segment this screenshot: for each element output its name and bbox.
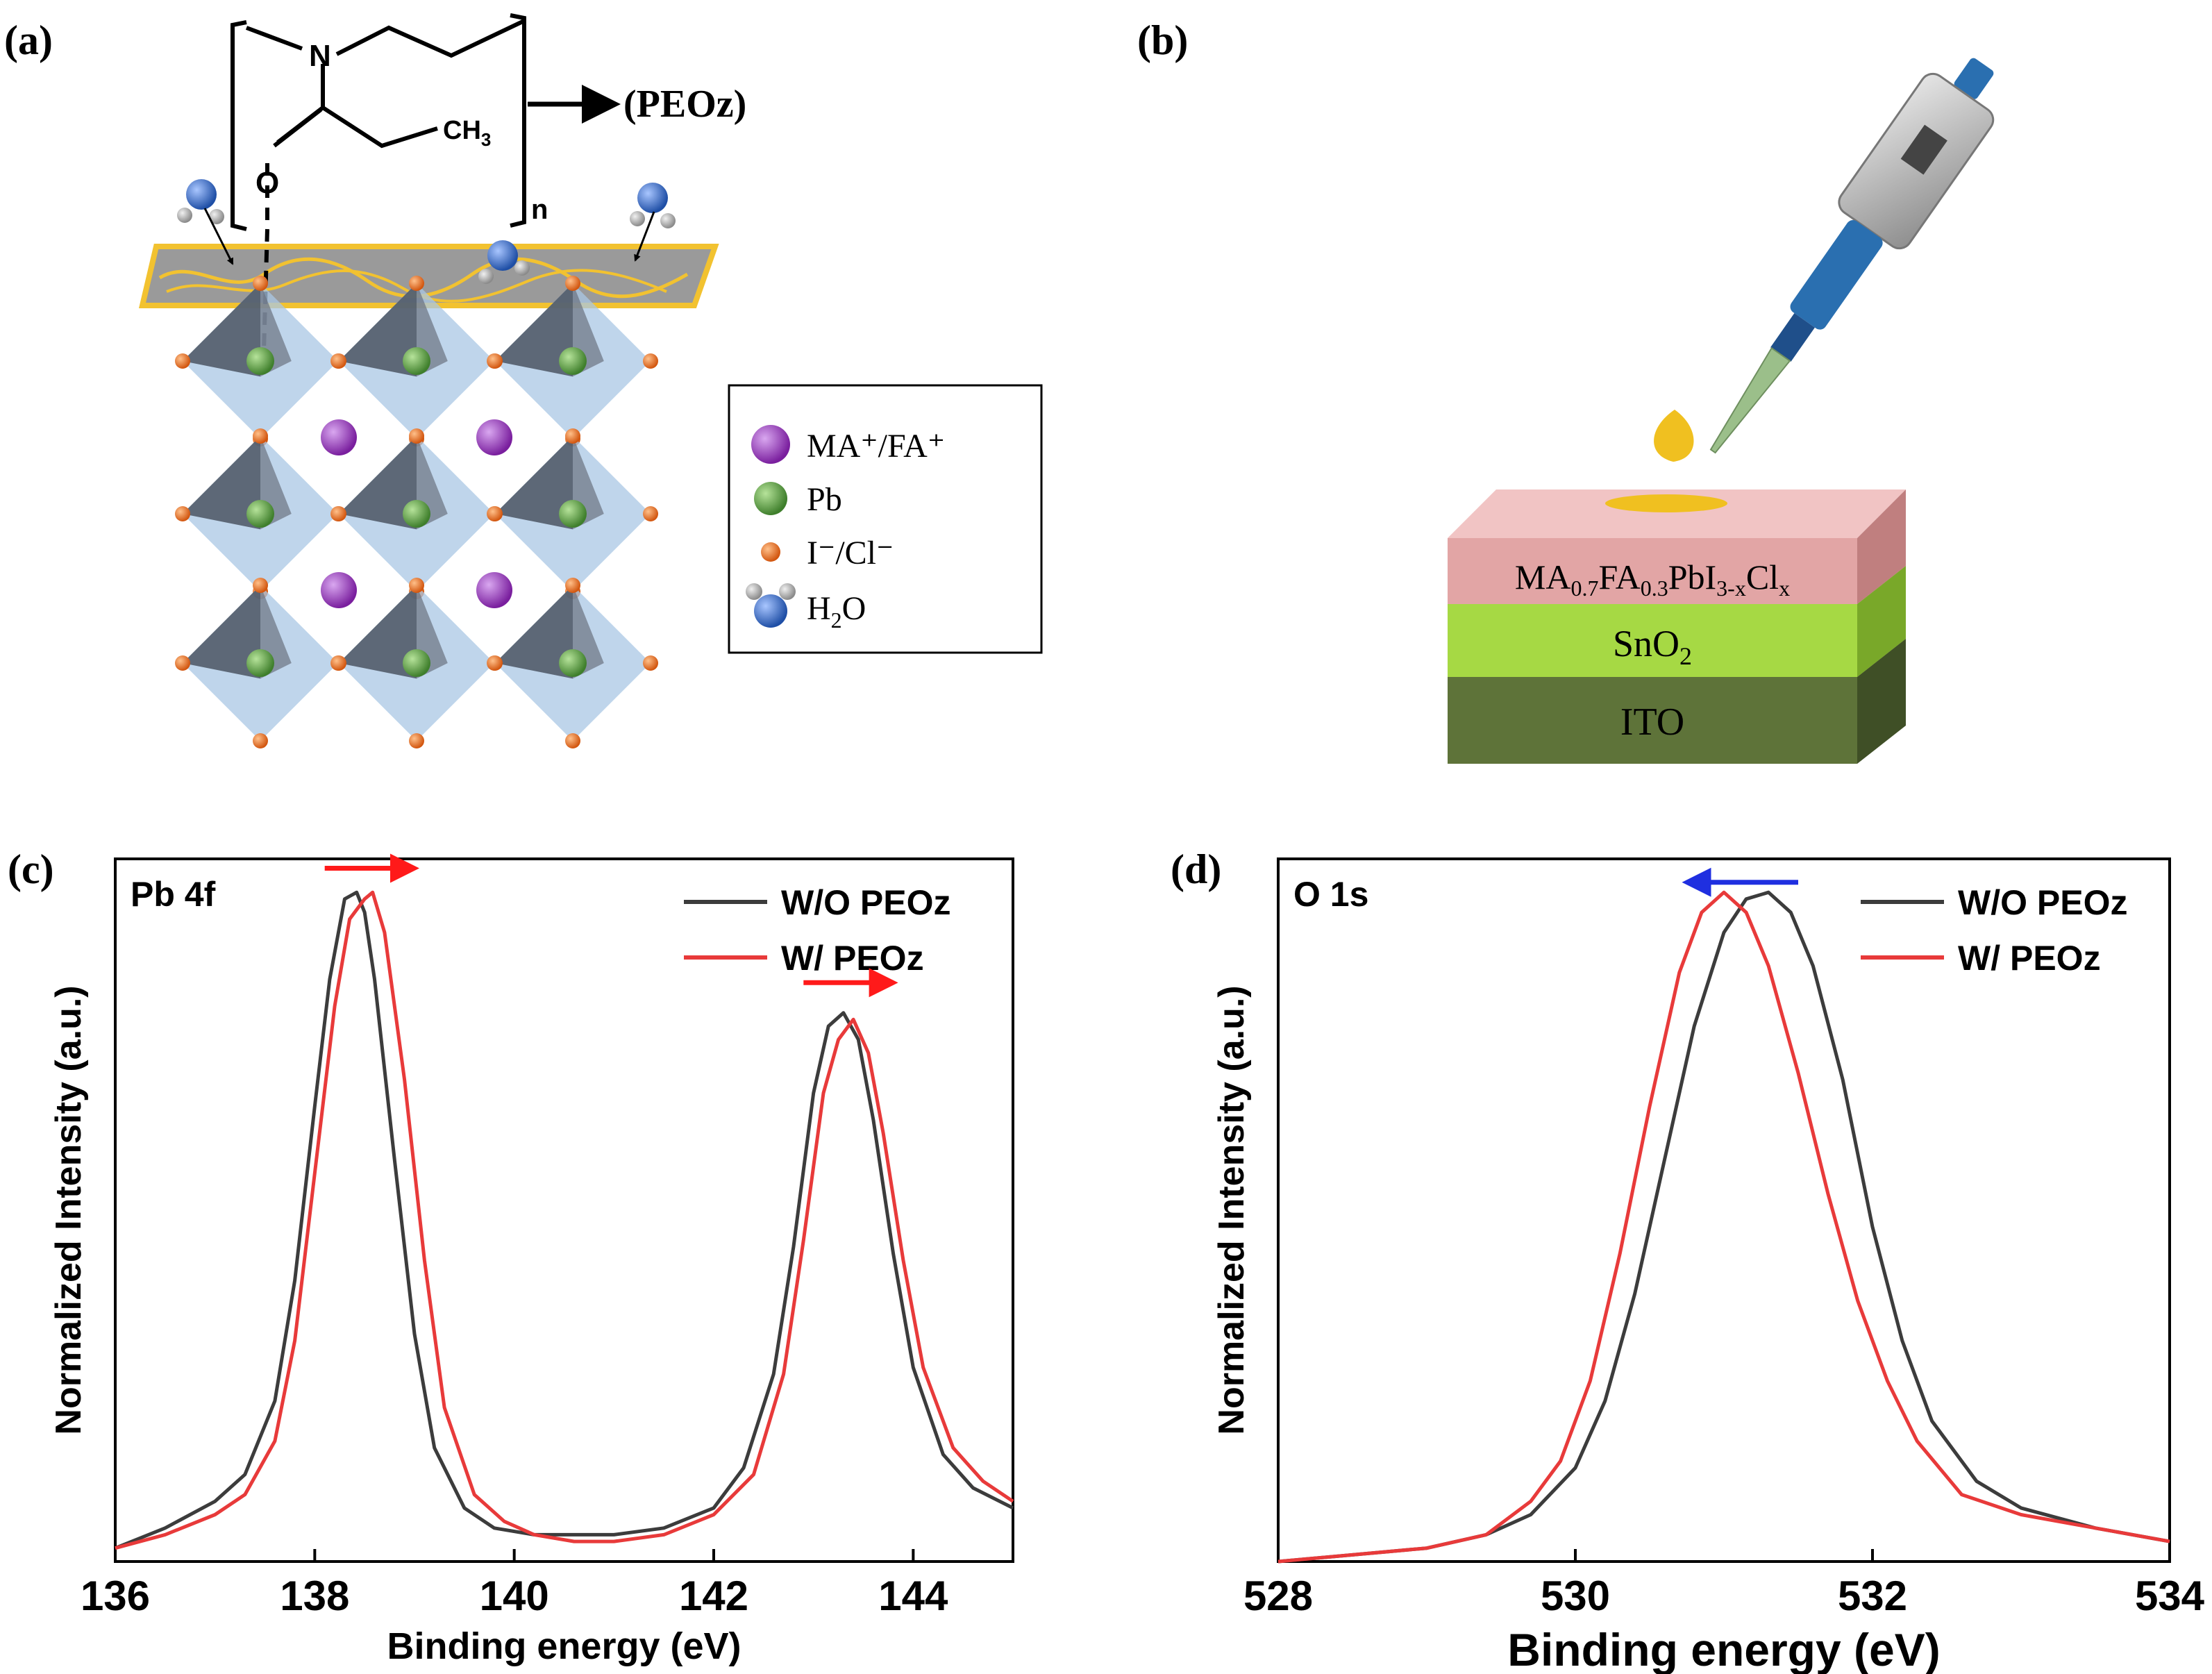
halide-atom xyxy=(487,506,503,521)
x-tick-label: 138 xyxy=(280,1573,349,1619)
x-tick-label: 142 xyxy=(679,1573,748,1619)
halide-atom xyxy=(175,353,190,369)
pb-atom xyxy=(246,347,274,375)
halide-atom xyxy=(253,428,268,444)
cation-atom xyxy=(321,572,357,608)
x-axis-label: Binding energy (eV) xyxy=(1507,1624,1940,1674)
panel-a: (a) N O CH3 n (PEOz) xyxy=(4,13,1043,748)
halide-atom xyxy=(643,353,658,369)
legend-entry: W/O PEOz xyxy=(781,883,950,922)
pb-atom xyxy=(403,347,430,375)
pb-atom xyxy=(559,500,587,528)
legend-cation: MA⁺/FA⁺ xyxy=(807,428,945,464)
halide-atom xyxy=(643,655,658,671)
halide-atom xyxy=(565,428,580,444)
legend-pb: Pb xyxy=(807,481,842,518)
pb-atom xyxy=(559,347,587,375)
series-line-with-peoz xyxy=(115,890,1014,1550)
droplet-icon xyxy=(1654,410,1694,462)
halide-atom xyxy=(253,578,268,593)
peoz-name: (PEOz) xyxy=(623,83,746,126)
panel-label: (c) xyxy=(8,846,54,892)
x-tick-label: 144 xyxy=(878,1573,948,1619)
halide-atom xyxy=(331,353,346,369)
halide-atom xyxy=(409,578,424,593)
halide-atom xyxy=(175,506,190,521)
legend-entry: W/O PEOz xyxy=(1958,883,2127,922)
halide-atom xyxy=(643,506,658,521)
layer-sno2 xyxy=(1448,604,1857,677)
halide-atom xyxy=(409,428,424,444)
pb-atom xyxy=(246,500,274,528)
series-line-without-peoz xyxy=(115,890,1014,1550)
layer-perovskite-label: MA0.7FA0.3PbI3-xClx xyxy=(1515,558,1790,601)
plot-frame xyxy=(1277,857,2171,1563)
peoz-structure xyxy=(231,13,526,231)
layer-perovskite xyxy=(1448,538,1857,604)
x-tick-label: 532 xyxy=(1838,1573,1907,1619)
series-line-without-peoz xyxy=(1277,890,2170,1564)
cation-atom xyxy=(321,419,357,455)
halide-atom xyxy=(565,578,580,593)
cation-atom xyxy=(476,572,512,608)
layer-stack: ITO SnO2 MA0.7FA0.3PbI3-xClx xyxy=(1448,489,1906,764)
halide-atom xyxy=(409,733,424,748)
repeat-n: n xyxy=(531,194,548,225)
layer-ito xyxy=(1448,677,1857,764)
halide-atom xyxy=(565,276,580,291)
halide-atom xyxy=(253,276,268,291)
atom-o: O xyxy=(255,166,279,200)
layer-ito-label: ITO xyxy=(1620,701,1684,744)
spectrum-annotation: Pb 4f xyxy=(131,875,216,914)
atom-ch3: CH3 xyxy=(443,116,491,150)
halide-atom xyxy=(487,655,503,671)
legend-entry: W/ PEOz xyxy=(781,939,924,978)
y-axis-label: Normalized Intensity (a.u.) xyxy=(49,985,89,1434)
panel-b-label: (b) xyxy=(1137,17,1188,63)
pb-atom xyxy=(403,500,430,528)
series-line-with-peoz xyxy=(1277,890,2170,1564)
x-tick-label: 534 xyxy=(2135,1573,2205,1619)
legend-halide: I⁻/Cl⁻ xyxy=(807,535,894,571)
layer-sno2-label: SnO2 xyxy=(1613,623,1692,670)
droplet-spot xyxy=(1605,494,1727,512)
y-axis-label: Normalized Intensity (a.u.) xyxy=(1212,985,1252,1434)
halide-atom xyxy=(331,506,346,521)
cation-atom xyxy=(476,419,512,455)
panel-label: (d) xyxy=(1171,846,1221,892)
x-axis-label: Binding energy (eV) xyxy=(387,1625,741,1667)
legend-entry: W/ PEOz xyxy=(1958,939,2101,978)
perovskite-lattice xyxy=(175,276,658,748)
water-molecules xyxy=(177,179,676,284)
x-tick-label: 530 xyxy=(1541,1573,1610,1619)
panel-a-label: (a) xyxy=(4,17,53,63)
halide-atom xyxy=(331,655,346,671)
x-tick-label: 140 xyxy=(480,1573,549,1619)
panel-b: (b) ITO SnO2 xyxy=(1137,17,1995,764)
spectrum-annotation: O 1s xyxy=(1293,875,1368,914)
x-tick-label: 528 xyxy=(1243,1573,1313,1619)
plot-frame xyxy=(114,857,1014,1563)
pipette-icon xyxy=(1709,58,1995,454)
halide-atom xyxy=(487,353,503,369)
legend-a: MA⁺/FA⁺ Pb I⁻/Cl⁻ H2O xyxy=(728,384,1043,654)
legend-water: H2O xyxy=(807,590,866,633)
pb-atom xyxy=(403,649,430,677)
halide-atom xyxy=(565,733,580,748)
pb-atom xyxy=(559,649,587,677)
atom-n: N xyxy=(309,39,331,73)
halide-atom xyxy=(253,733,268,748)
halide-atom xyxy=(409,276,424,291)
x-tick-label: 136 xyxy=(81,1573,150,1619)
pb-atom xyxy=(246,649,274,677)
halide-atom xyxy=(175,655,190,671)
